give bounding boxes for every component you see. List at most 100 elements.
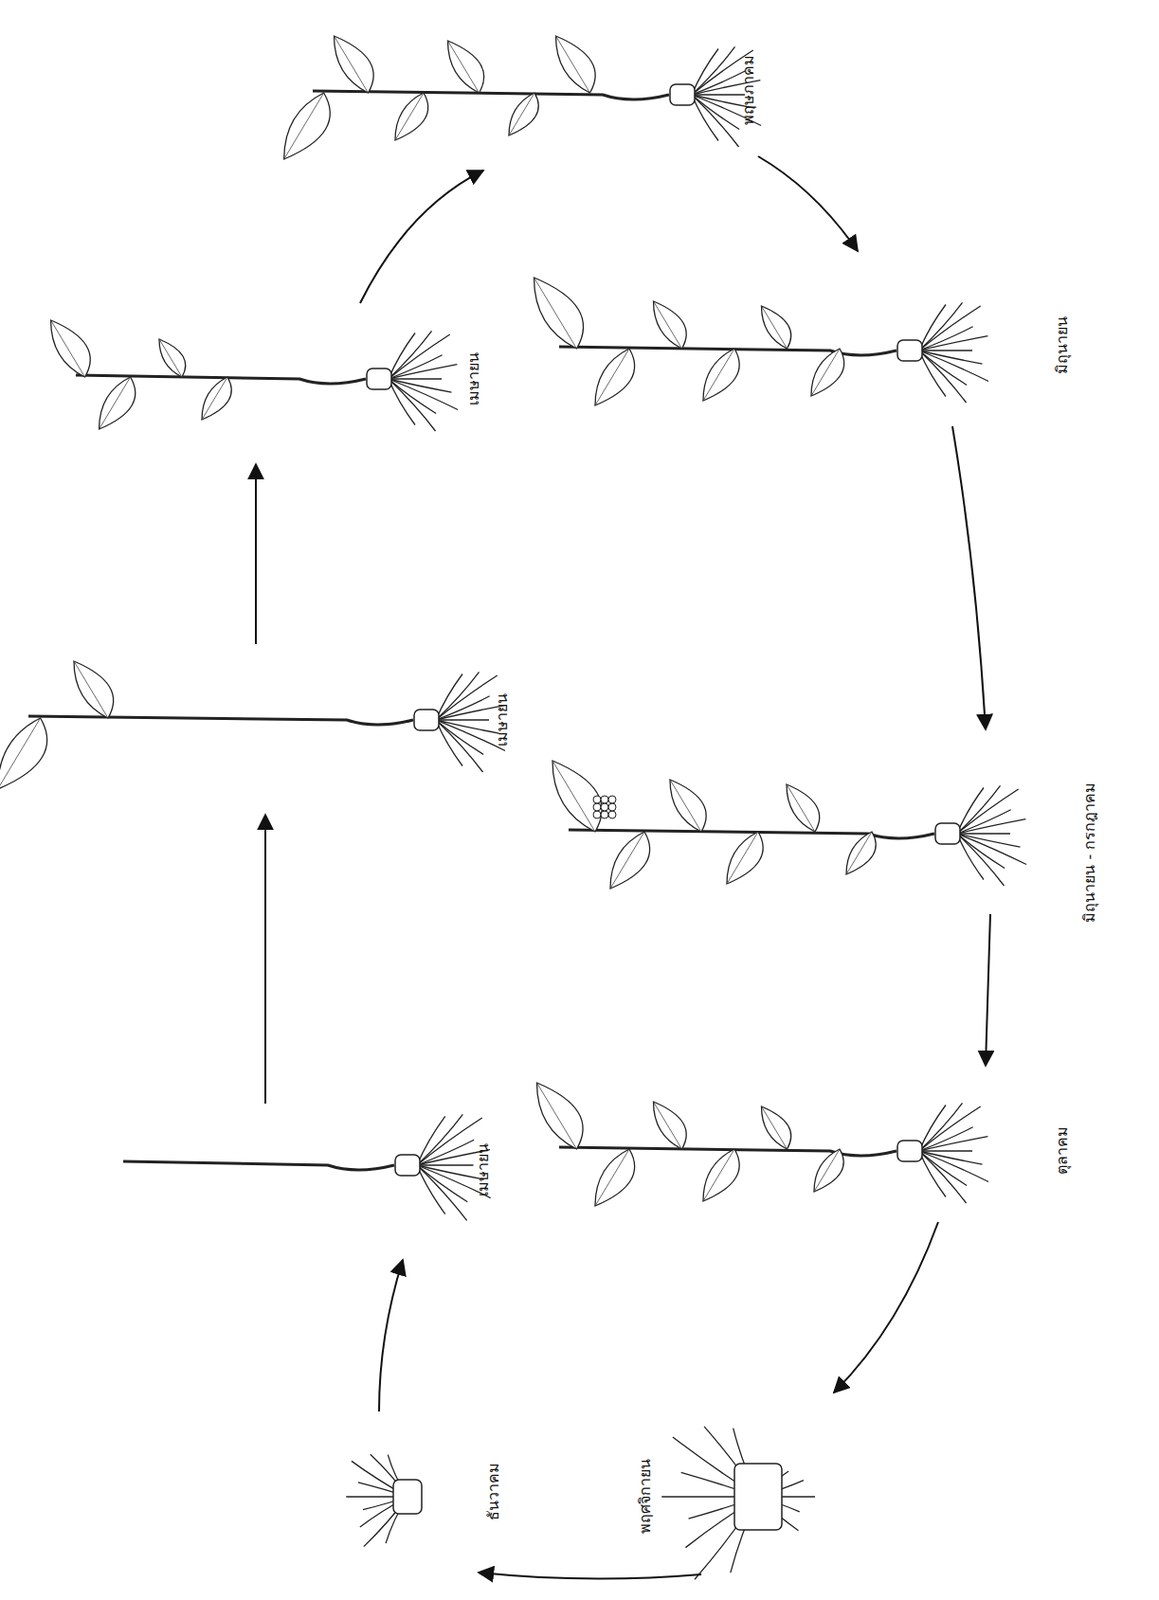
root-line [919,326,974,351]
month-label: พฤษภาคม [739,54,758,126]
month-label: เมษายน [473,1143,492,1197]
leaf-vein [726,832,759,885]
rhizome-shape [897,340,923,362]
leaf-shape [653,301,688,349]
leaf-vein [159,339,182,378]
leaf-shape [786,784,820,833]
rhizome-shape [897,1140,923,1162]
stem-line [123,1161,395,1171]
leaf-vein [811,348,840,397]
root-line [388,330,433,380]
leaf-shape [537,1083,584,1150]
leaf-shape [761,306,792,349]
leaf-shape [814,1149,844,1193]
root-line [957,810,1012,834]
leaf-shape [448,40,485,93]
rhizome-shape [414,709,439,731]
root-line [691,94,740,129]
root-line [416,1165,485,1180]
leaf-shape [508,92,539,136]
root-line [919,1103,963,1152]
root-line [957,785,1001,834]
leaf-shape [653,1102,688,1150]
root-line [416,1140,474,1166]
flower-bud [593,811,601,819]
month-label: มิถุนายน [1051,317,1070,376]
leaf-shape [159,339,186,378]
root-line [416,1165,468,1203]
leaf-vein [99,377,131,430]
leaf-vein [201,377,228,420]
leaf-vein [814,1149,840,1193]
root-line [957,833,1011,834]
cycle-arrow [264,814,267,1105]
root-line [435,720,500,734]
leaf-vein [508,92,535,136]
cycle-arrow [985,914,991,1067]
cycle-arrow [360,170,484,304]
root-line [957,819,1026,834]
month-label: เมษายน [492,693,511,747]
rhizome-shape [393,1480,422,1515]
root-line [919,302,963,351]
root-line [919,1150,973,1152]
leaf-shape [334,36,375,93]
root-line [957,833,1021,848]
cycle-arrow [478,1573,702,1580]
root-line [416,1165,468,1221]
leaf-vein [448,40,480,93]
root-line [691,94,719,141]
leaf-shape [610,832,651,889]
root-line [957,833,984,880]
root-line [416,1165,446,1215]
cycle-arrow [379,1260,403,1413]
plant-drawings [0,36,1027,1580]
leaf-vein [556,36,591,93]
leaf-shape [73,661,114,719]
leaf-vein [653,1102,683,1150]
leaf-vein [595,348,630,406]
month-label: เมษายน [464,352,483,406]
leaf-vein [670,779,702,833]
root-line [388,379,453,393]
cycle-arrow [833,1222,939,1394]
rhizome-shape [935,823,960,845]
leaf-shape [703,348,740,401]
leaf-vein [653,301,683,349]
flower-bud [600,803,609,812]
cycle-arrow [758,156,858,252]
flower-bud [608,796,616,804]
leaf-shape [99,377,136,430]
leaf-vein [610,832,645,889]
root-line [435,696,490,721]
root-line [388,355,443,380]
leaf-shape [201,377,232,420]
leaf-shape [595,348,635,406]
root-line [435,719,489,721]
leaf-vein [552,760,596,833]
root-line [919,1151,967,1204]
leaf-vein [334,36,369,93]
cycle-arrow [254,464,257,645]
root-line [919,1151,983,1165]
root-line [435,720,463,766]
root-line [435,671,480,721]
root-line [388,379,436,414]
root-line [691,71,746,95]
leaf-vein [703,1149,735,1202]
flower-bud [593,803,601,812]
cycle-arrow [952,426,986,730]
leaf-vein [284,92,325,160]
rhizome-shape [395,1155,420,1177]
root-line [919,350,967,403]
leaf-vein [761,306,788,349]
rhizome-shape [366,368,392,390]
root-line [388,379,416,425]
root-line [919,350,983,364]
leaf-shape [811,348,845,397]
cycle-arrows [255,156,991,1580]
root-line [435,720,484,755]
leaf-shape [284,92,331,160]
leaf-shape [761,1106,792,1150]
